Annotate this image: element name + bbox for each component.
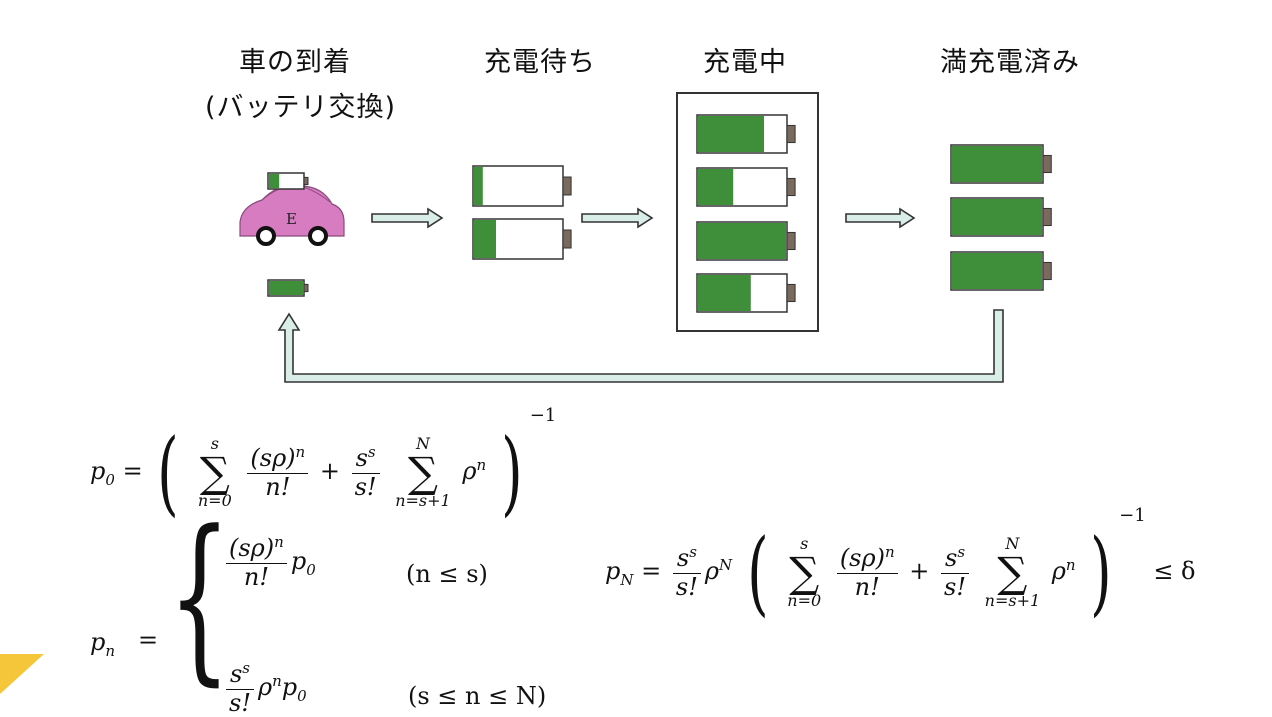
stage-title-arrival-line2: (バッテリ交換) [205, 92, 397, 123]
battery-waiting-1 [472, 165, 572, 207]
battery-charging-2 [696, 167, 796, 207]
battery-charged-1 [950, 144, 1052, 184]
stage-title-charged: 満充電済み [940, 47, 1080, 78]
stage-title-arrival: 車の到着 (バッテリ交換) [205, 40, 397, 124]
pn-condition-1: (n ≤ s) [406, 560, 488, 588]
battery-car-bottom [267, 279, 309, 297]
arrow-return-to-car [277, 309, 1004, 383]
arrow-arrival-to-waiting [371, 207, 444, 229]
arrow-waiting-to-charging [581, 207, 654, 229]
p0-lhs: p0 [90, 457, 115, 489]
battery-car-top [267, 172, 309, 190]
car-icon: E [239, 185, 345, 246]
car-wheel-rear [308, 226, 328, 246]
battery-waiting-2 [472, 218, 572, 260]
pN-le-delta: ≤ δ [1153, 557, 1196, 585]
battery-charging-3 [696, 221, 796, 261]
car-label: E [286, 210, 297, 228]
pn-condition-2: (s ≤ n ≤ N) [408, 682, 547, 710]
stage-title-charging: 充電中 [703, 47, 787, 78]
charging-station-frame [676, 92, 819, 332]
pn-lhs: pn [90, 628, 116, 660]
battery-charged-3 [950, 251, 1052, 291]
battery-charging-1 [696, 114, 796, 154]
p0-inverse-exponent: −1 [529, 405, 557, 426]
corner-decoration [0, 654, 44, 694]
battery-swap-diagram: E [239, 92, 1052, 383]
pN-lhs: pN [605, 557, 634, 589]
car-wheel-front [256, 226, 276, 246]
pN-inverse-exponent: −1 [1119, 505, 1146, 526]
battery-charging-4 [696, 273, 796, 313]
battery-charged-2 [950, 197, 1052, 237]
stage-title-waiting: 充電待ち [484, 47, 596, 78]
arrow-charging-to-charged [845, 207, 916, 229]
stage-title-arrival-line1: 車の到着 [239, 47, 351, 78]
